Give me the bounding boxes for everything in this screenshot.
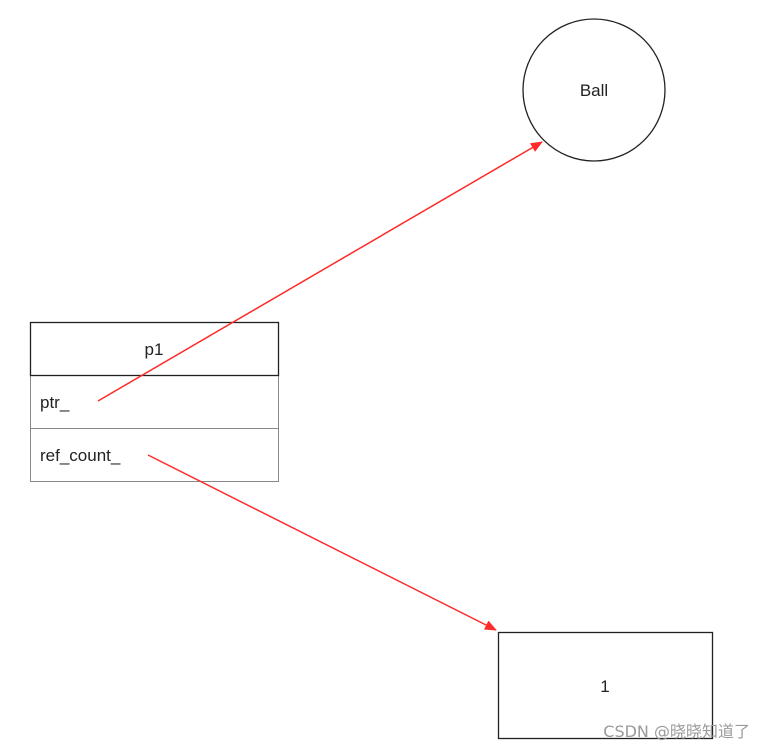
field-ref-count: ref_count_: [40, 446, 121, 465]
p1-title: p1: [145, 340, 164, 359]
counter-node: 1: [497, 631, 714, 740]
ball-label: Ball: [580, 81, 608, 100]
counter-box: [497, 631, 714, 740]
p1-header: [29, 321, 280, 377]
ball-circle: [522, 18, 666, 162]
watermark: CSDN @晓晓知道了: [603, 722, 750, 741]
counter-value: 1: [600, 677, 609, 696]
refcount-to-counter-arrow: [147, 454, 497, 631]
ptr-to-ball-arrow: [97, 141, 543, 402]
ball-node: Ball: [522, 18, 666, 162]
field-ptr: ptr_: [40, 393, 70, 412]
p1-object: p1 ptr_ ref_count_: [29, 321, 280, 482]
